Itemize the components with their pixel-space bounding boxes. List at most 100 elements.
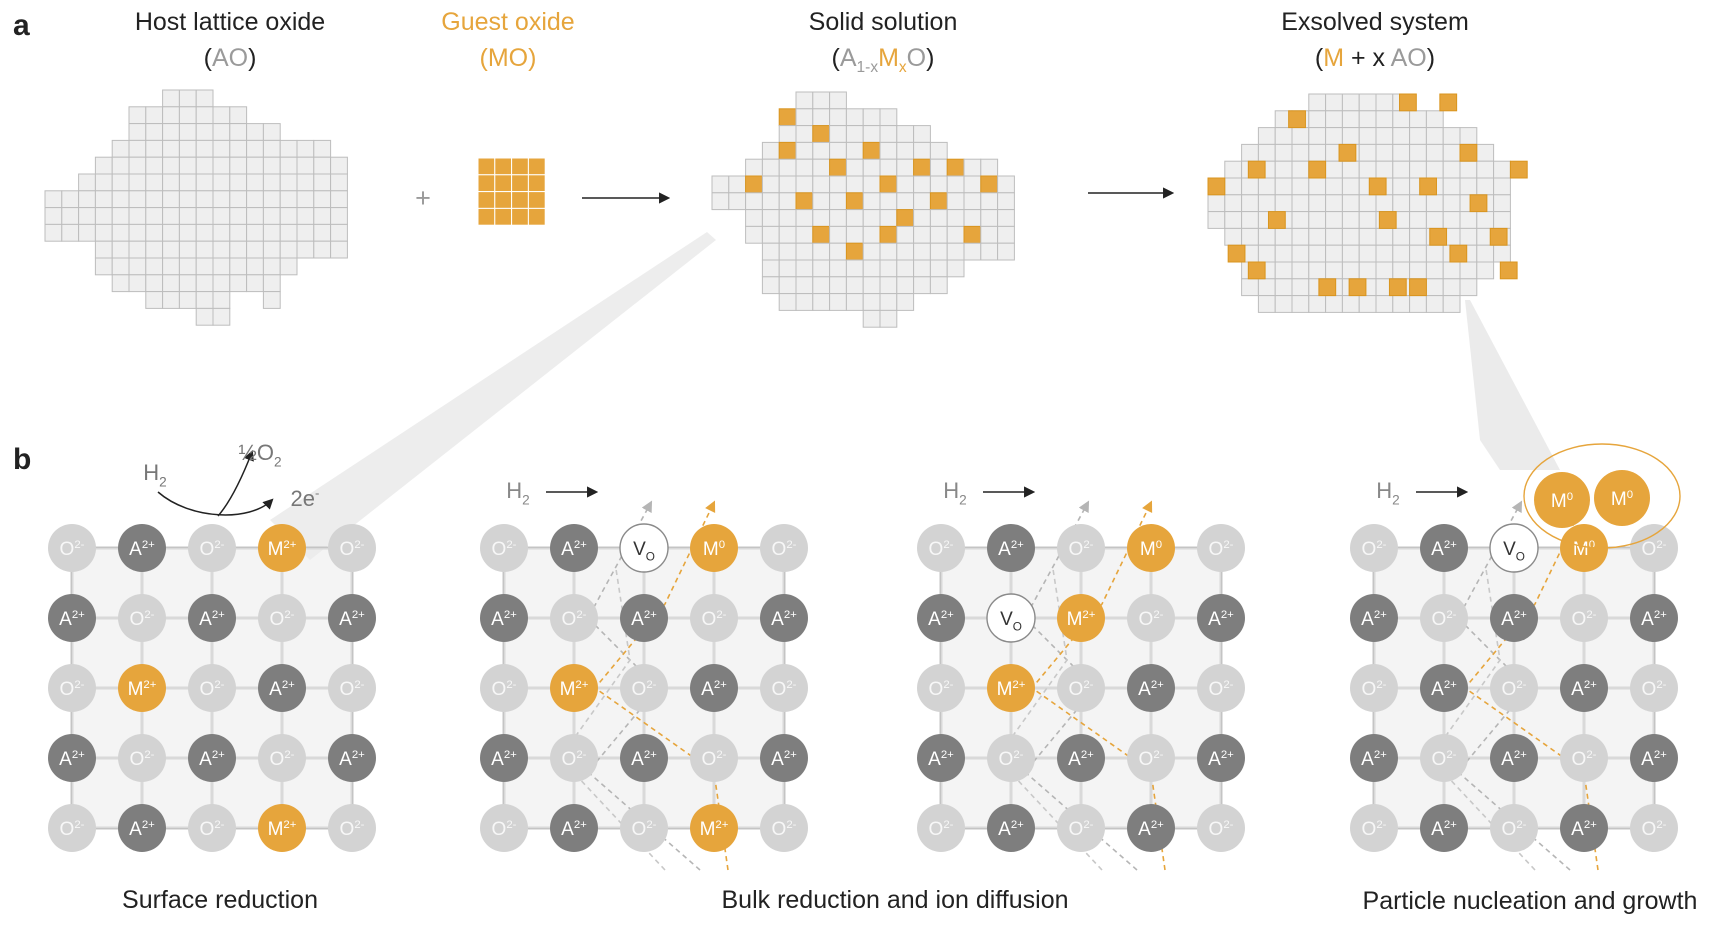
host-cell (1375, 143, 1394, 162)
host-cell (195, 89, 214, 108)
host-cell (111, 173, 130, 192)
host-cell (313, 156, 332, 175)
atom-o2minus-label: O2- (772, 819, 797, 840)
host-cell (1476, 177, 1495, 196)
atom-m0-label: M0 (703, 539, 725, 560)
host-cell (1358, 261, 1377, 280)
atom-o2minus (1127, 594, 1175, 642)
host-cell (1442, 160, 1461, 179)
host-cell (879, 276, 898, 295)
host-cell (980, 225, 999, 244)
atom-m2plus (1057, 594, 1105, 642)
host-cell (829, 175, 847, 194)
atom-a2plus (1350, 594, 1398, 642)
host-cell (1308, 194, 1327, 213)
host-cell (1291, 295, 1310, 313)
host-cell (728, 192, 747, 211)
host-cell (145, 123, 164, 141)
particle-atom-m0-label: M0 (1551, 491, 1573, 512)
atom-a2plus (1127, 664, 1175, 712)
guest-cell (862, 141, 881, 160)
vacancy-diffusion-path (586, 500, 701, 871)
host-cell (78, 207, 96, 225)
atom-a2plus (328, 734, 376, 782)
host-cell (1325, 127, 1343, 145)
exsolved-particle (1419, 177, 1437, 196)
atom-a2plus-label: A2+ (998, 819, 1024, 840)
host-cell (963, 175, 982, 194)
atom-o2minus (480, 664, 528, 712)
host-cell (229, 207, 248, 225)
atom-o2minus-label: O2- (1642, 539, 1667, 560)
host-cell (1341, 244, 1360, 263)
host-cell (162, 106, 180, 125)
atom-m2plus-label: M2+ (560, 679, 589, 700)
host-cell (246, 207, 264, 225)
host-cell (1442, 295, 1461, 313)
host-cell (946, 209, 965, 227)
host-cell (128, 257, 147, 276)
host-cell (61, 207, 80, 225)
atom-a2plus (1420, 664, 1468, 712)
host-cell (1207, 194, 1226, 213)
host-cell (229, 106, 248, 125)
host-cell (162, 291, 180, 309)
guest-cell (511, 191, 529, 209)
atom-o2minus (328, 664, 376, 712)
host-cell (279, 139, 298, 158)
host-cell (963, 242, 982, 261)
host-cell (1325, 261, 1343, 280)
host-cell (246, 274, 264, 293)
host-cell (178, 156, 197, 175)
atom-o2minus (188, 524, 236, 572)
exsolved-particle (1288, 110, 1306, 129)
host-cell (778, 192, 797, 211)
atom-a2plus-label: A2+ (561, 539, 587, 560)
host-cell (1325, 194, 1343, 213)
host-cell (1409, 127, 1427, 145)
host-cell (162, 274, 180, 293)
atom-a2plus-label: A2+ (701, 679, 727, 700)
atom-o2minus-label: O2- (130, 609, 155, 630)
host-cell (862, 242, 881, 261)
host-cell (111, 240, 130, 259)
host-cell (845, 125, 864, 143)
host-cell (1325, 244, 1343, 263)
atom-a2plus (620, 594, 668, 642)
host-cell (913, 192, 931, 211)
exsolved-particle (1489, 227, 1508, 246)
host-cell (845, 158, 864, 177)
host-cell (980, 192, 999, 211)
host-cell (1325, 160, 1343, 179)
host-cell (862, 225, 881, 244)
host-cell (1241, 278, 1259, 297)
host-cell (896, 192, 915, 211)
host-cell (1425, 244, 1444, 263)
atom-o2minus (188, 804, 236, 852)
exsolved-particle (1338, 143, 1357, 162)
host-cell (845, 259, 864, 278)
plus-sign: + (415, 183, 431, 213)
host-cell (913, 276, 931, 295)
caption-bulk-reduction: Bulk reduction and ion diffusion (721, 886, 1069, 914)
host-cell (1425, 143, 1444, 162)
host-cell (980, 242, 999, 261)
atom-a2plus (1350, 734, 1398, 782)
atom-a2plus-label: A2+ (491, 749, 517, 770)
host-cell (212, 274, 231, 293)
atom-a2plus-label: A2+ (1501, 609, 1527, 630)
atom-a2plus (760, 594, 808, 642)
host-cell (997, 225, 1015, 244)
host-cell (262, 156, 281, 175)
host-cell (913, 175, 931, 194)
host-cell (1459, 278, 1478, 297)
host-cell (1459, 261, 1478, 280)
atom-o2minus-label: O2- (492, 539, 517, 560)
atom-a2plus-label: A2+ (1068, 749, 1094, 770)
atom-o2minus (258, 594, 306, 642)
exsolved-particle (1499, 261, 1518, 280)
host-cell (946, 175, 965, 194)
host-cell (94, 173, 113, 192)
host-cell (1459, 227, 1478, 246)
host-cell (1358, 160, 1377, 179)
